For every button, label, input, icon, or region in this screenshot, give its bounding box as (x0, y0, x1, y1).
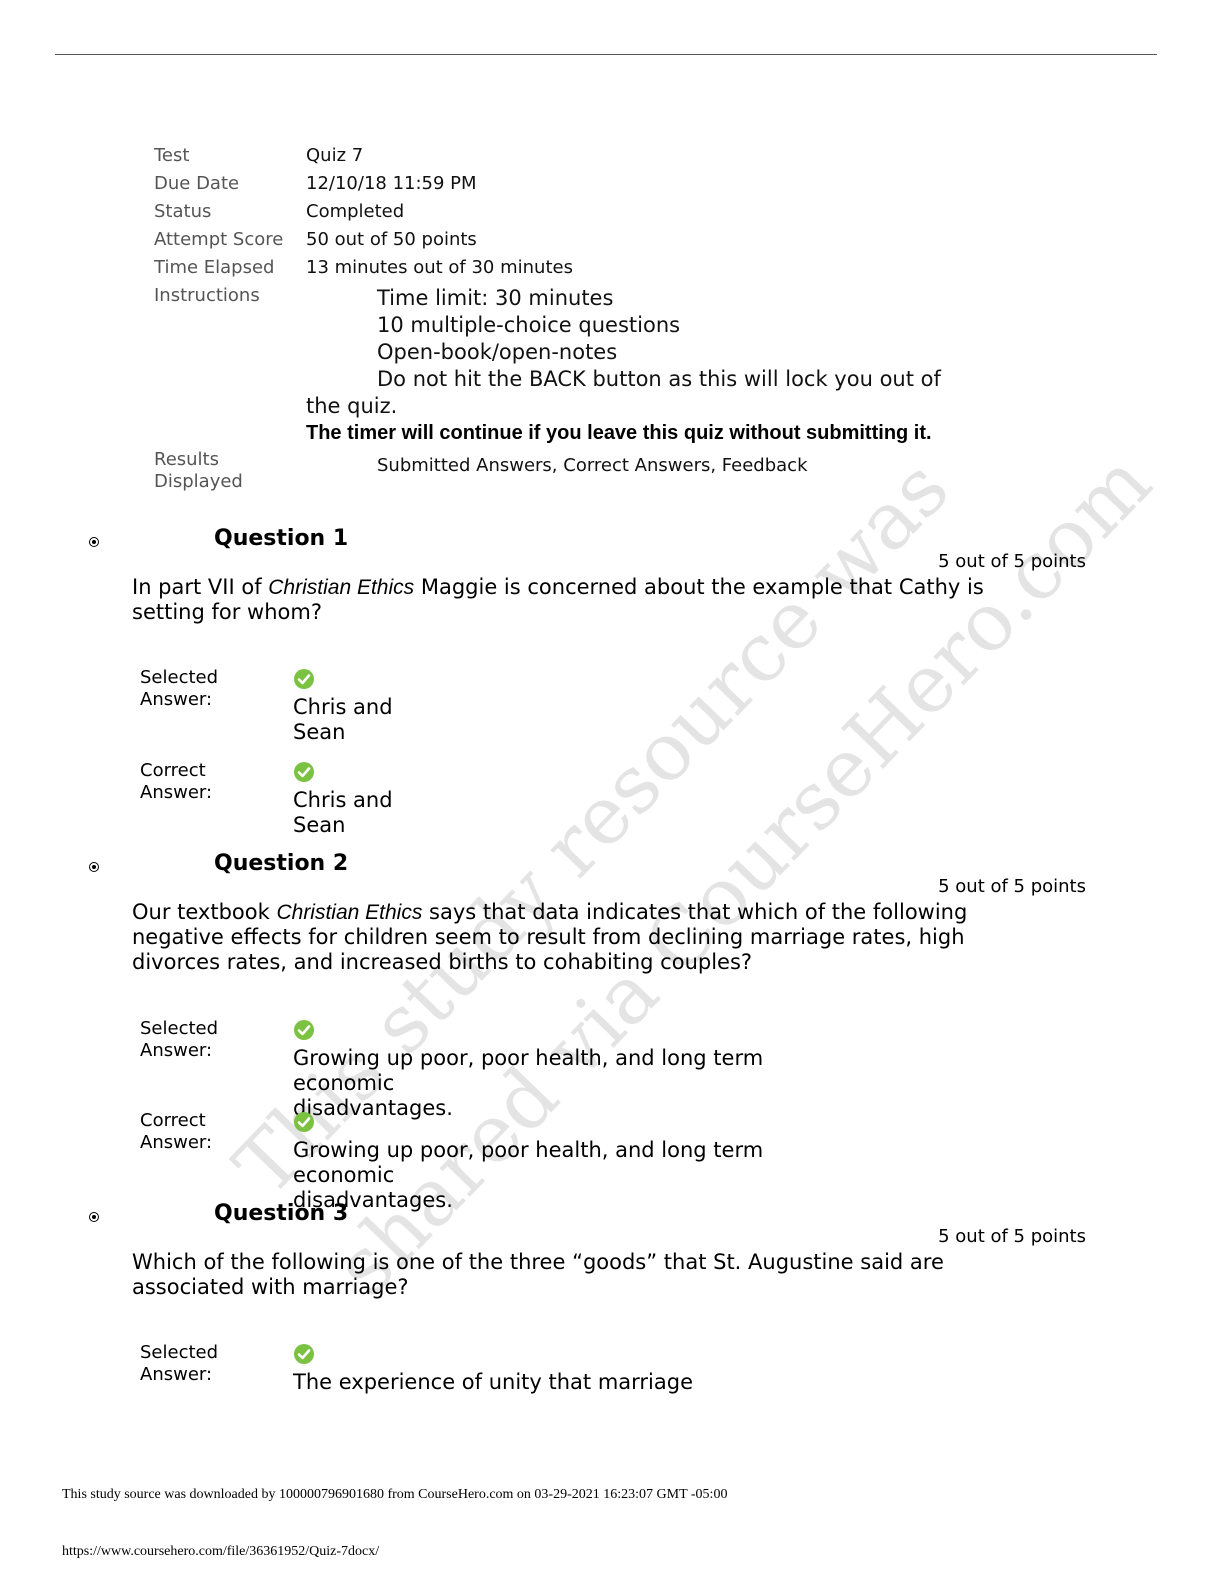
meta-label: Time Elapsed (154, 257, 275, 278)
instruction-warning: The timer will continue if you leave thi… (306, 422, 932, 444)
bullet-icon (89, 537, 99, 547)
meta-row-instructions: Instructions Time limit: 30 minutes 10 m… (154, 285, 1054, 449)
meta-value: Submitted Answers, Correct Answers, Feed… (377, 455, 808, 476)
answer-text: Growing up poor, poor health, and long t… (293, 1046, 840, 1121)
answer-label-1: Selected (140, 1342, 219, 1363)
correct-check-icon (294, 762, 314, 782)
meta-value: 12/10/18 11:59 PM (306, 173, 477, 194)
answer-label-1: Selected (140, 667, 219, 688)
instructions-body: Time limit: 30 minutes 10 multiple-choic… (306, 285, 1006, 446)
meta-label: Attempt Score (154, 229, 284, 250)
question-text-post: says that data indicates that which of t… (132, 900, 968, 974)
question-title: Question 1 (214, 526, 349, 551)
question-text-pre: In part VII of (132, 575, 269, 599)
question-points: 5 out of 5 points (938, 1226, 1086, 1247)
download-note: This study source was downloaded by 1000… (62, 1487, 728, 1502)
answer-line-1: Growing up poor, poor health, and long t… (293, 1046, 764, 1095)
meta-row-attempt-score: Attempt Score 50 out of 50 points (154, 229, 1054, 257)
answer-label-1: Correct (140, 760, 206, 781)
question-text-post: Maggie is concerned about the example th… (132, 575, 984, 624)
question-points: 5 out of 5 points (938, 551, 1086, 572)
correct-check-icon (294, 1020, 314, 1040)
meta-row-status: Status Completed (154, 201, 1054, 229)
question-points: 5 out of 5 points (938, 876, 1086, 897)
source-url[interactable]: https://www.coursehero.com/file/36361952… (62, 1544, 380, 1559)
meta-row-test: Test Quiz 7 (154, 145, 1054, 173)
meta-label: Instructions (154, 285, 260, 306)
correct-check-icon (294, 1112, 314, 1132)
book-title: Christian Ethics (268, 576, 415, 599)
meta-value: 13 minutes out of 30 minutes (306, 257, 573, 278)
question-text: Our textbook Christian Ethics says that … (132, 900, 1032, 975)
answer-line-2: disadvantages. (293, 1096, 453, 1120)
correct-check-icon (294, 669, 314, 689)
test-info-table: Test Quiz 7 Due Date 12/10/18 11:59 PM S… (154, 145, 1054, 497)
top-rule (55, 54, 1157, 55)
meta-value: Quiz 7 (306, 145, 364, 166)
answer-text: Growing up poor, poor health, and long t… (293, 1138, 840, 1213)
meta-label: Status (154, 201, 212, 222)
answer-line-1: The experience of unity that marriage (293, 1370, 694, 1394)
meta-row-time-elapsed: Time Elapsed 13 minutes out of 30 minute… (154, 257, 1054, 285)
answer-line-1: Growing up poor, poor health, and long t… (293, 1138, 764, 1187)
instruction-line: Do not hit the BACK button as this will … (377, 367, 941, 391)
answer-line-2: Sean (293, 813, 346, 837)
meta-label: Results Displayed (154, 449, 274, 493)
answer-label-2: Answer: (140, 689, 213, 710)
meta-label: Test (154, 145, 190, 166)
instruction-line: Open-book/open-notes (377, 340, 618, 364)
answer-label-1: Correct (140, 1110, 206, 1131)
meta-row-due-date: Due Date 12/10/18 11:59 PM (154, 173, 1054, 201)
question-text-pre: Our textbook (132, 900, 277, 924)
meta-value: Completed (306, 201, 405, 222)
answer-line-2: Sean (293, 720, 346, 744)
answer-text: The experience of unity that marriage (293, 1370, 693, 1395)
answer-line-1: Chris and (293, 788, 393, 812)
answer-label-2: Answer: (140, 1040, 213, 1061)
question-text: In part VII of Christian Ethics Maggie i… (132, 575, 1032, 625)
bullet-icon (89, 1212, 99, 1222)
answer-line-1: Chris and (293, 695, 393, 719)
meta-value: 50 out of 50 points (306, 229, 477, 250)
question-text: Which of the following is one of the thr… (132, 1250, 944, 1299)
instruction-line: the quiz. (306, 394, 398, 418)
meta-row-results-displayed: Results Displayed Submitted Answers, Cor… (154, 449, 1054, 497)
answer-line-2: disadvantages. (293, 1188, 453, 1212)
answer-label-1: Selected (140, 1018, 219, 1039)
question-title: Question 2 (214, 851, 349, 876)
answer-label-2: Answer: (140, 1364, 213, 1385)
meta-label: Due Date (154, 173, 240, 194)
book-title: Christian Ethics (276, 901, 423, 924)
answer-label-2: Answer: (140, 782, 213, 803)
results-label-1: Results (154, 449, 219, 470)
answer-label-2: Answer: (140, 1132, 213, 1153)
results-label-2: Displayed (154, 471, 243, 492)
instruction-line: Time limit: 30 minutes (377, 286, 614, 310)
correct-check-icon (294, 1344, 314, 1364)
instruction-line: 10 multiple-choice questions (377, 313, 681, 337)
bullet-icon (89, 862, 99, 872)
question-title: Question 3 (214, 1201, 349, 1226)
